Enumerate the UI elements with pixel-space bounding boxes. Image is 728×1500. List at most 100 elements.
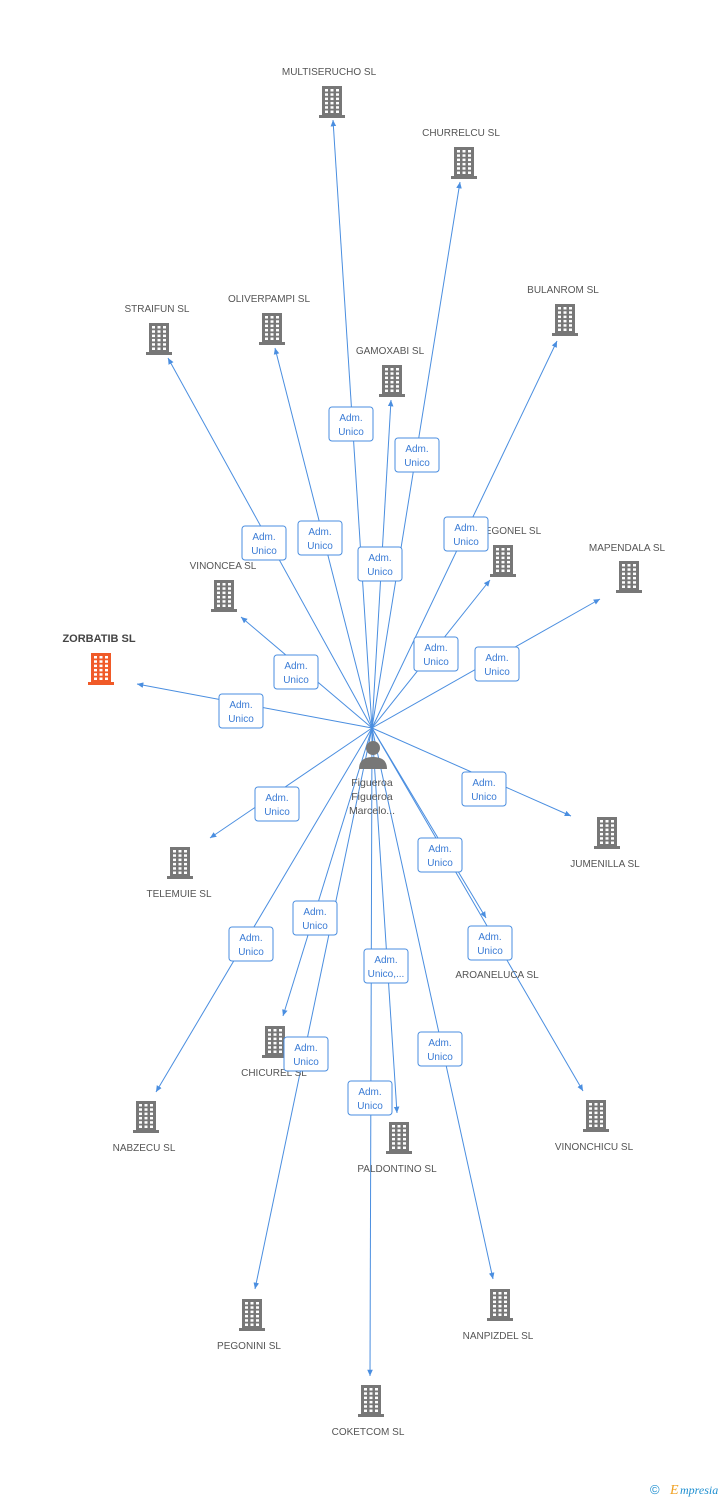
edge-label-text: Adm. xyxy=(472,778,495,789)
company-name: MAPENDALA SL xyxy=(589,543,666,554)
edge-label-text: Adm. xyxy=(405,444,428,455)
edge-label-text: Unico xyxy=(471,792,497,803)
edge-label-zorbatib[interactable]: Adm.Unico xyxy=(218,693,264,729)
edge-label-vinonchicu[interactable]: Adm.Unico xyxy=(467,925,513,961)
company-node-multiserucho[interactable]: MULTISERUCHO SL xyxy=(282,67,377,118)
edge-label-coketcom[interactable]: Adm.Unico xyxy=(347,1080,393,1116)
company-name: PEGONINI SL xyxy=(217,1341,281,1352)
edge-label-egonel[interactable]: Adm.Unico xyxy=(413,636,459,672)
edge-label-gamoxabi[interactable]: Adm.Unico xyxy=(357,546,403,582)
edge-label-aroaneluca[interactable]: Adm.Unico xyxy=(417,837,463,873)
edge-label-box xyxy=(394,437,440,473)
company-node-pegonini[interactable]: PEGONINI SL xyxy=(217,1299,281,1352)
edge-nabzecu xyxy=(155,727,373,1093)
company-name: AROANELUCA SL xyxy=(455,970,539,981)
edge-label-text: Adm. xyxy=(265,793,288,804)
edge-label-text: Unico xyxy=(293,1057,319,1068)
brand-initial: E xyxy=(669,1483,679,1498)
edge-label-text: Adm. xyxy=(303,907,326,918)
edge-label-chicurel[interactable]: Adm. Unico xyxy=(292,900,338,936)
edge-label-text: Unico,... xyxy=(368,969,405,980)
building-icon xyxy=(239,1299,265,1331)
company-name: STRAIFUN SL xyxy=(124,304,189,315)
edge-label-text: Unico xyxy=(338,427,364,438)
edge-label-mapendala[interactable]: Adm.Unico xyxy=(474,646,520,682)
edge-coketcom xyxy=(367,727,373,1377)
edge-label-text: Adm. xyxy=(358,1087,381,1098)
company-name: BULANROM SL xyxy=(527,285,599,296)
building-icon xyxy=(594,817,620,849)
brand-logo[interactable]: mpresia xyxy=(680,1483,718,1497)
person-node[interactable]: FigueroaFigueroaMarcelo... xyxy=(349,741,395,817)
edge-label-text: Unico xyxy=(283,675,309,686)
company-name: PALDONTINO SL xyxy=(357,1164,437,1175)
company-name: COKETCOM SL xyxy=(332,1427,405,1438)
company-name: MULTISERUCHO SL xyxy=(282,67,377,78)
edge-label-vinoncea[interactable]: Adm.Unico xyxy=(273,654,319,690)
building-icon xyxy=(487,1289,513,1321)
edge-label-text: Unico xyxy=(264,807,290,818)
edge-label-box xyxy=(474,646,520,682)
edge-label-paldontino[interactable]: Adm. Unico,... xyxy=(363,948,409,984)
company-node-vinonchicu[interactable]: VINONCHICU SL xyxy=(555,1100,634,1153)
edge-label-text: Adm. xyxy=(374,955,397,966)
company-node-zorbatib[interactable]: ZORBATIB SL xyxy=(62,633,136,685)
edge-label-nabzecu[interactable]: Adm. Unico xyxy=(228,926,274,962)
company-node-telemuie[interactable]: TELEMUIE SL xyxy=(146,847,212,900)
company-node-bulanrom[interactable]: BULANROM SL xyxy=(527,285,599,336)
company-node-coketcom[interactable]: COKETCOM SL xyxy=(332,1385,405,1438)
company-node-churrelcu[interactable]: CHURRELCU SL xyxy=(422,128,500,179)
footer: © E mpresia xyxy=(650,1482,718,1498)
company-node-chicurel[interactable]: CHICUREL SL xyxy=(241,1026,307,1079)
building-icon xyxy=(490,545,516,577)
company-node-straifun[interactable]: STRAIFUN SL xyxy=(124,304,190,355)
company-node-oliverpampi[interactable]: OLIVERPAMPI SL xyxy=(228,294,311,345)
company-name: VINONCEA SL xyxy=(190,561,257,572)
edge-label-box xyxy=(413,636,459,672)
edge-label-box xyxy=(297,520,343,556)
building-icon xyxy=(133,1101,159,1133)
edge-napizdel xyxy=(371,727,495,1280)
edge-label-text: Unico xyxy=(238,947,264,958)
edge-label-bulanrom[interactable]: Adm.Unico xyxy=(443,516,489,552)
edge-label-jumenilla[interactable]: Adm. Unico xyxy=(461,771,507,807)
edge-label-straifun[interactable]: Adm.Unico xyxy=(241,525,287,561)
edge-aroaneluca xyxy=(371,727,487,919)
edge-label-text: Unico xyxy=(423,657,449,668)
edge-label-churrelcu[interactable]: Adm.Unico xyxy=(394,437,440,473)
company-name: OLIVERPAMPI SL xyxy=(228,294,311,305)
edge-label-text: Unico xyxy=(302,921,328,932)
company-node-napizdel[interactable]: NANPIZDEL SL xyxy=(463,1289,534,1342)
person-icon xyxy=(359,741,387,769)
company-node-paldontino[interactable]: PALDONTINO SL xyxy=(357,1122,437,1175)
edge-label-box xyxy=(218,693,264,729)
copyright-symbol: © xyxy=(650,1482,660,1497)
company-node-egonel[interactable]: EGONEL SL xyxy=(485,526,542,577)
edge-label-text: Adm. xyxy=(368,553,391,564)
company-node-gamoxabi[interactable]: GAMOXABI SL xyxy=(356,346,425,397)
edge-label-pegonini[interactable]: Adm.Unico xyxy=(283,1036,329,1072)
edge-label-box xyxy=(228,926,274,962)
building-icon xyxy=(319,86,345,118)
edge-label-box xyxy=(357,546,403,582)
edge-label-telemuie[interactable]: Adm. Unico xyxy=(254,786,300,822)
edge-label-text: Adm. xyxy=(454,523,477,534)
company-node-jumenilla[interactable]: JUMENILLA SL xyxy=(570,817,640,870)
edge-label-box xyxy=(363,948,409,984)
person-name-line: Marcelo... xyxy=(349,805,395,817)
edge-label-text: Unico xyxy=(251,546,277,557)
company-node-vinoncea[interactable]: VINONCEA SL xyxy=(190,561,257,612)
edge-label-oliverpampi[interactable]: Adm. Unico xyxy=(297,520,343,556)
edge-label-text: Adm. xyxy=(308,527,331,538)
building-icon xyxy=(379,365,405,397)
company-name: ZORBATIB SL xyxy=(62,633,135,645)
company-name: VINONCHICU SL xyxy=(555,1142,634,1153)
company-node-mapendala[interactable]: MAPENDALA SL xyxy=(589,543,666,593)
edge-label-box xyxy=(241,525,287,561)
company-node-nabzecu[interactable]: NABZECU SL xyxy=(113,1101,176,1154)
edge-label-napizdel[interactable]: Adm.Unico xyxy=(417,1031,463,1067)
edge-label-text: Unico xyxy=(427,858,453,869)
edge-label-text: Unico xyxy=(307,541,333,552)
edge-label-multiserucho[interactable]: Adm.Unico xyxy=(328,406,374,442)
edge-label-text: Adm. xyxy=(239,933,262,944)
